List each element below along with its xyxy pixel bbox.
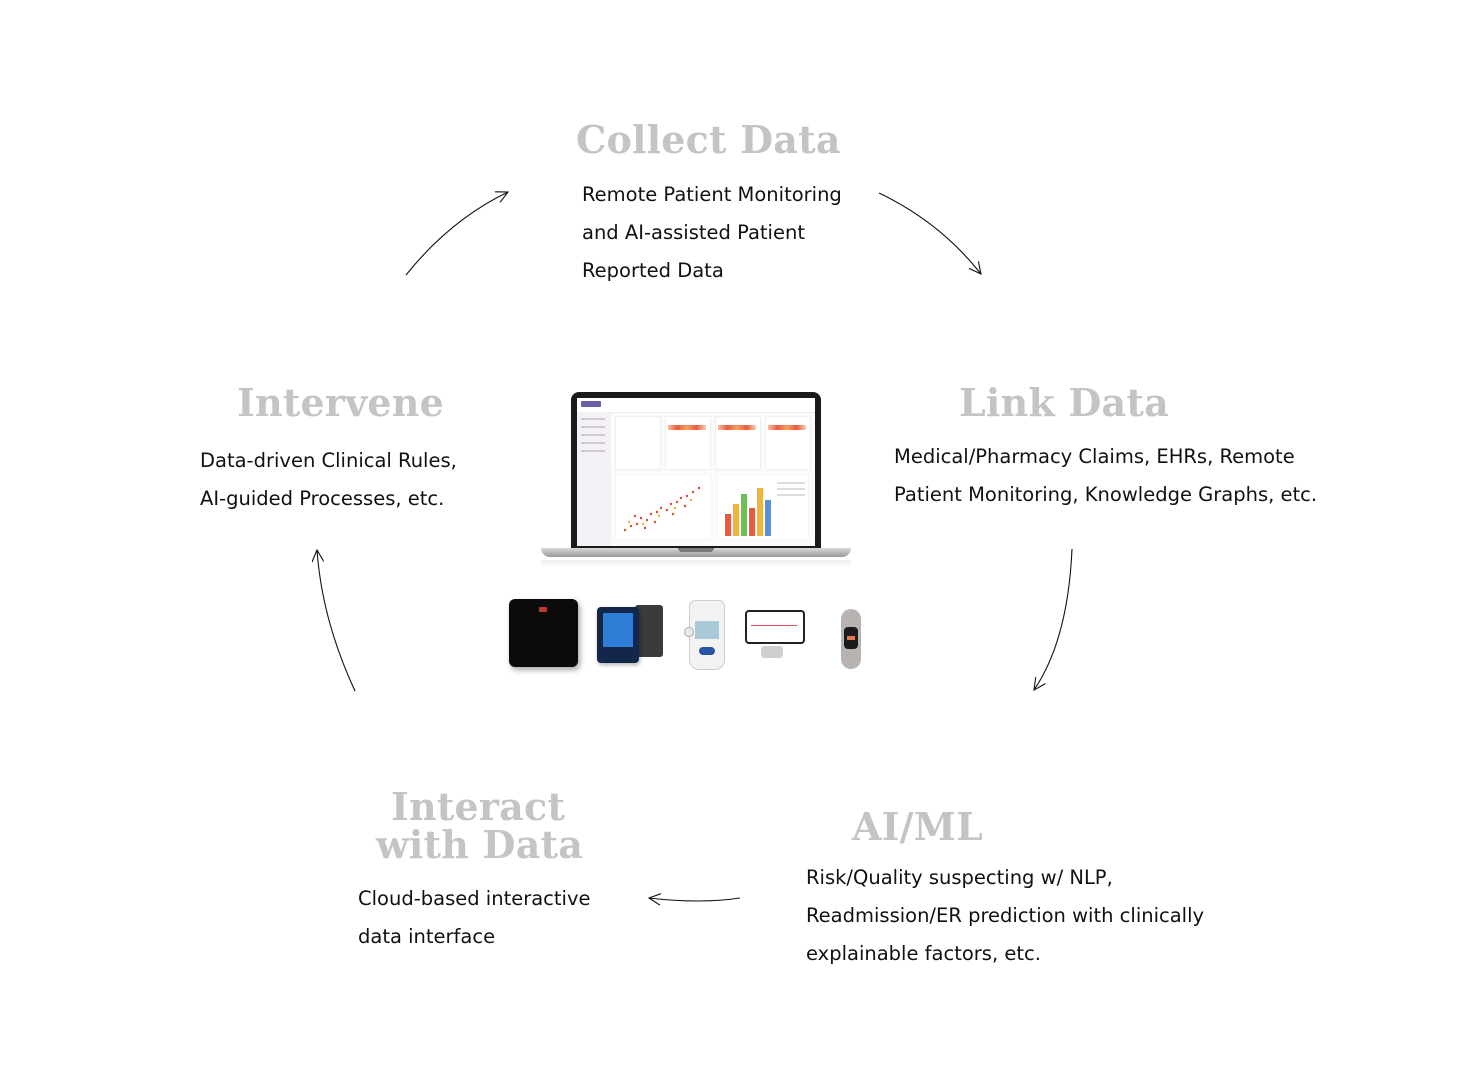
intervene-line-1: Data-driven Clinical Rules, [200, 449, 457, 472]
arrow-collect-to-link [878, 192, 981, 274]
link-data-title: Link Data [959, 380, 1169, 425]
intervene-description: Data-driven Clinical Rules, AI-guided Pr… [200, 442, 457, 518]
arrow-intervene-to-collect [405, 192, 508, 276]
collect-data-line-2: and AI-assisted Patient [582, 221, 805, 244]
laptop-screen-bezel [571, 392, 821, 550]
arrow-link-to-aiml [1034, 548, 1073, 690]
aiml-description: Risk/Quality suspecting w/ NLP, Readmiss… [806, 859, 1204, 973]
link-data-description: Medical/Pharmacy Claims, EHRs, Remote Pa… [894, 438, 1317, 514]
aiml-line-1: Risk/Quality suspecting w/ NLP, [806, 866, 1113, 889]
link-data-line-1: Medical/Pharmacy Claims, EHRs, Remote [894, 445, 1295, 468]
collect-data-title: Collect Data [576, 117, 841, 162]
ecg-monitor-icon [745, 610, 805, 662]
aiml-line-2: Readmission/ER prediction with clinicall… [806, 904, 1205, 927]
intervene-title: Intervene [237, 380, 445, 425]
blood-pressure-monitor-icon [597, 605, 667, 665]
laptop-dashboard-image [541, 392, 851, 572]
collect-data-line-1: Remote Patient Monitoring [582, 183, 842, 206]
arrow-aiml-to-interact [649, 898, 741, 901]
dashboard-logo [581, 401, 601, 407]
dashboard-card-2 [665, 416, 711, 470]
glucose-meter-icon [684, 600, 725, 670]
smart-scale-icon [509, 599, 578, 667]
interact-title-line-1: Interact [391, 784, 566, 829]
dashboard-card-4 [765, 416, 811, 470]
collect-data-description: Remote Patient Monitoring and AI-assiste… [582, 176, 842, 290]
laptop-base [541, 548, 851, 557]
collect-data-line-3: Reported Data [582, 259, 724, 282]
dashboard-topbar [577, 398, 815, 413]
interact-title-line-2: with Data [376, 822, 584, 867]
dashboard-bar-chart [717, 474, 809, 540]
dashboard-card-1 [615, 416, 661, 470]
arrow-interact-to-intervene [317, 550, 356, 692]
interact-description: Cloud-based interactive data interface [358, 880, 591, 956]
aiml-line-3: explainable factors, etc. [806, 942, 1041, 965]
link-data-line-2: Patient Monitoring, Knowledge Graphs, et… [894, 483, 1318, 506]
laptop-reflection [541, 560, 851, 568]
aiml-title: AI/ML [852, 804, 983, 849]
dashboard-scatter-plot [615, 474, 711, 540]
dashboard-card-3 [715, 416, 761, 470]
interact-line-1: Cloud-based interactive [358, 887, 591, 910]
laptop-notch [678, 548, 714, 552]
dashboard-sidebar [577, 412, 611, 546]
intervene-line-2: AI-guided Processes, etc. [200, 487, 445, 510]
dashboard-screen [577, 398, 815, 546]
fitness-band-icon [836, 609, 866, 669]
interact-line-2: data interface [358, 925, 496, 948]
